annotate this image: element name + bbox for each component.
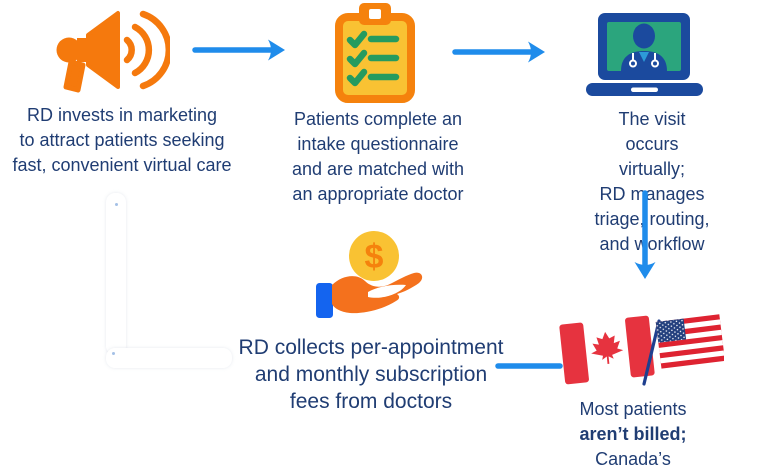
arrow-down-icon xyxy=(634,190,656,279)
megaphone-icon xyxy=(56,10,170,93)
dollar-sign: $ xyxy=(365,238,384,276)
caption-coverage: Most patients aren’t billed; Canada’s pro… xyxy=(563,397,703,466)
megaphone-back xyxy=(56,37,82,63)
megaphone-horn xyxy=(86,11,120,89)
caption-coverage-rest: Canada’s provinces or U.S. insurers cove… xyxy=(595,449,671,466)
caption-coverage-prefix: Most patients xyxy=(579,399,687,419)
flag-pole xyxy=(642,319,661,386)
caption-fees: RD collects per-appointment and monthly … xyxy=(238,336,504,413)
coin-in-hand-icon: $ xyxy=(316,231,423,318)
sound-waves xyxy=(123,10,170,90)
clipboard-checklist-icon xyxy=(335,3,415,103)
arrow-right-2-icon xyxy=(452,41,545,63)
canada-flag xyxy=(559,315,655,385)
erased-arrow-horizontal xyxy=(106,348,232,368)
sleeve xyxy=(316,283,333,318)
erased-arrow-artifact xyxy=(106,193,252,369)
doctor-collar xyxy=(639,52,649,62)
maple-leaf xyxy=(591,331,624,364)
doctor-on-screen xyxy=(621,23,667,71)
laptop-doctor-icon xyxy=(586,13,703,96)
caption-intake: Patients complete an intake questionnair… xyxy=(291,109,465,204)
artifact-dot xyxy=(115,203,118,206)
megaphone-handle xyxy=(63,59,86,93)
caption-coverage-bold: aren’t billed; xyxy=(579,424,687,444)
connector-line xyxy=(495,363,563,369)
arrow-right-1-icon xyxy=(192,39,285,61)
checklist-rows xyxy=(346,30,400,87)
caption-marketing: RD invests in marketing to attract patie… xyxy=(12,105,232,175)
artifact-dot xyxy=(112,352,115,355)
erased-arrow-vertical xyxy=(106,193,126,355)
canada-us-flags-icon xyxy=(559,314,724,386)
us-flag xyxy=(642,314,724,386)
stethoscope xyxy=(629,53,659,68)
coin xyxy=(349,231,399,281)
caption-virtual-visit: The visit occurs virtually; RD manages t… xyxy=(594,109,710,254)
